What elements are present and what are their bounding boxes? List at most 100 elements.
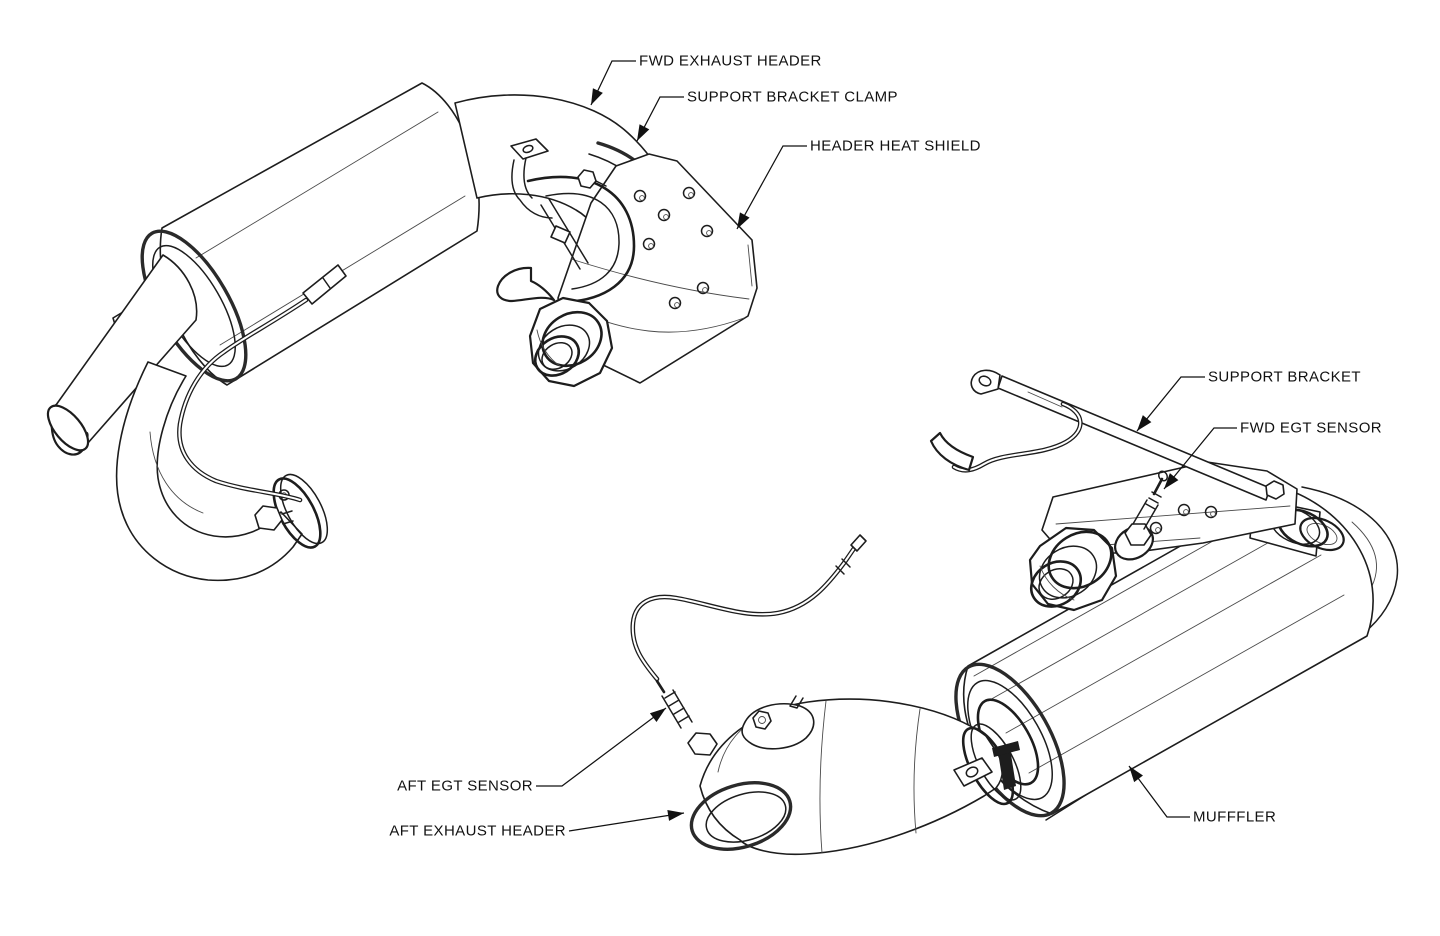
u-pipe-flange-bolt-cap	[758, 716, 766, 724]
leader-arrowhead-fwd-exhaust-header	[591, 88, 603, 105]
clamp-bolt-shaft	[595, 180, 607, 187]
callout-fwd-egt-sensor: FWD EGT SENSOR	[1163, 420, 1382, 490]
bracket-end-tab	[970, 369, 1001, 395]
aft-coupler-rib	[1039, 565, 1075, 601]
fwd-vband-clamp-ring-2	[279, 473, 329, 545]
u-pipe-seam-2	[913, 708, 921, 834]
fwd-lower-pipe-highlight	[149, 431, 204, 514]
coupler-mouth-inner	[541, 342, 573, 370]
vclamp-tbolt	[998, 748, 1016, 790]
clamp-mount-tab	[510, 138, 549, 160]
vclamp-tab-hole	[965, 766, 979, 778]
u-pipe-mouth	[689, 781, 793, 851]
support-bracket-clamp-part	[496, 138, 636, 304]
aft-muffler	[954, 487, 1374, 818]
coupler-mouth	[533, 335, 581, 377]
aft-shield-hole	[1149, 521, 1163, 535]
callout-label-aft-egt-sensor: AFT EGT SENSOR	[397, 778, 533, 795]
callout-support-bracket: SUPPORT BRACKET	[1136, 369, 1361, 432]
u-pipe-flange-stud	[789, 695, 804, 709]
aft-sensor-hex-fitting	[687, 732, 718, 756]
shield-hole-inner	[688, 192, 694, 198]
leader-arrowhead-support-bracket-clamp	[637, 124, 650, 141]
bracket-hook-rod-core	[953, 403, 1082, 472]
shield-hole-inner	[706, 230, 712, 236]
shield-hole	[682, 186, 696, 200]
aft-shield-hole	[1177, 503, 1191, 517]
leader-line-fwd-egt-sensor	[1163, 427, 1237, 490]
aft-muffler-facet-line	[987, 522, 1304, 702]
shield-hole	[700, 224, 714, 238]
callout-label-support-bracket: SUPPORT BRACKET	[1208, 369, 1361, 386]
leader-arrowhead-header-heat-shield	[737, 212, 750, 229]
bracket-hook-paddle	[929, 431, 975, 472]
bracket-weld-seam	[1027, 391, 1063, 408]
fwd-lower-pipe-body	[115, 361, 303, 582]
aft-exhaust-assembly	[630, 369, 1399, 856]
vclamp-tab	[953, 757, 993, 787]
callout-header-heat-shield: HEADER HEAT SHIELD	[736, 138, 980, 230]
fwd-muffler-body	[159, 82, 480, 386]
aft-shield-hole-inner	[1183, 509, 1189, 515]
clamp-tab-hole	[522, 144, 534, 154]
callout-label-support-bracket-clamp: SUPPORT BRACKET CLAMP	[687, 89, 898, 106]
u-pipe-mouth-inner	[705, 791, 787, 843]
aft-muffler-facet-line	[1028, 594, 1345, 774]
aft-inlet-coupler	[1028, 526, 1118, 612]
leader-line-support-bracket-clamp	[636, 96, 684, 142]
leader-arrowhead-support-bracket	[1137, 415, 1152, 431]
aft-coupler-mouth-inner	[1038, 568, 1074, 600]
aft-exhaust-header-part	[689, 695, 1022, 856]
leader-line-fwd-exhaust-header	[590, 60, 636, 106]
shield-hole	[657, 208, 671, 222]
aft-shield-hole-inner	[1155, 527, 1161, 533]
support-bracket-part	[929, 369, 1285, 501]
shield-hole	[696, 281, 710, 295]
coupler-ring-rear	[541, 310, 603, 368]
fwd-exhaust-assembly	[46, 82, 758, 582]
aft-sensor-threads	[661, 689, 693, 729]
aft-sensor-cable-core	[631, 546, 856, 680]
aft-shield-hole	[1204, 505, 1218, 519]
aft-tailpipe-highlight	[1351, 521, 1377, 591]
fwd-egt-sensor-part	[1114, 470, 1169, 561]
fwd-tailpipe-opening	[46, 404, 90, 452]
fwd-muffler-facet-line	[195, 111, 439, 259]
shield-hole-inner	[648, 243, 654, 249]
coupler-ring-mid	[537, 324, 591, 372]
clamp-bolt-hex	[577, 169, 597, 189]
u-pipe-seam-1	[819, 700, 827, 854]
clamp-hook-paddle	[496, 266, 556, 303]
clamp-strut-nut	[550, 225, 571, 244]
shield-hole	[633, 189, 647, 203]
callout-fwd-exhaust-header: FWD EXHAUST HEADER	[590, 53, 821, 106]
aft-muffler-facet-line	[1005, 554, 1322, 734]
heat-shield-edge-return	[747, 244, 753, 287]
shield-hole	[642, 237, 656, 251]
aft-egt-sensor-part	[630, 534, 867, 756]
fwd-tailpipe	[46, 254, 198, 456]
callout-label-aft-exhaust-header: AFT EXHAUST HEADER	[389, 823, 566, 840]
sensor-hex-nut	[1124, 523, 1152, 546]
fwd-vband-bolt-hex	[254, 505, 283, 531]
leader-line-muffler	[1128, 765, 1190, 818]
shield-hole	[668, 296, 682, 310]
leader-arrowhead-aft-exhaust-header	[667, 810, 684, 821]
clamp-arm-outer	[526, 175, 636, 304]
aft-shield-fold	[1055, 505, 1291, 525]
sensor-connector	[1157, 470, 1169, 482]
leader-line-aft-exhaust-header	[568, 812, 685, 832]
sensor-tip	[1152, 477, 1164, 496]
fwd-lower-pipe	[115, 361, 329, 582]
callout-label-muffler: MUFFFLER	[1193, 809, 1276, 826]
aft-coupler-ring-mid	[1038, 545, 1098, 599]
fwd-egt-cable-core	[178, 299, 307, 501]
fwd-egt-cable-sleeve-tick	[322, 277, 331, 289]
callout-label-fwd-egt-sensor: FWD EGT SENSOR	[1240, 420, 1382, 437]
aft-sensor-sleeve-ticks	[835, 558, 851, 575]
coupler-rib	[536, 329, 561, 367]
callout-support-bracket-clamp: SUPPORT BRACKET CLAMP	[636, 89, 898, 142]
shield-hole-inner	[674, 302, 680, 308]
leader-line-support-bracket	[1136, 376, 1205, 432]
